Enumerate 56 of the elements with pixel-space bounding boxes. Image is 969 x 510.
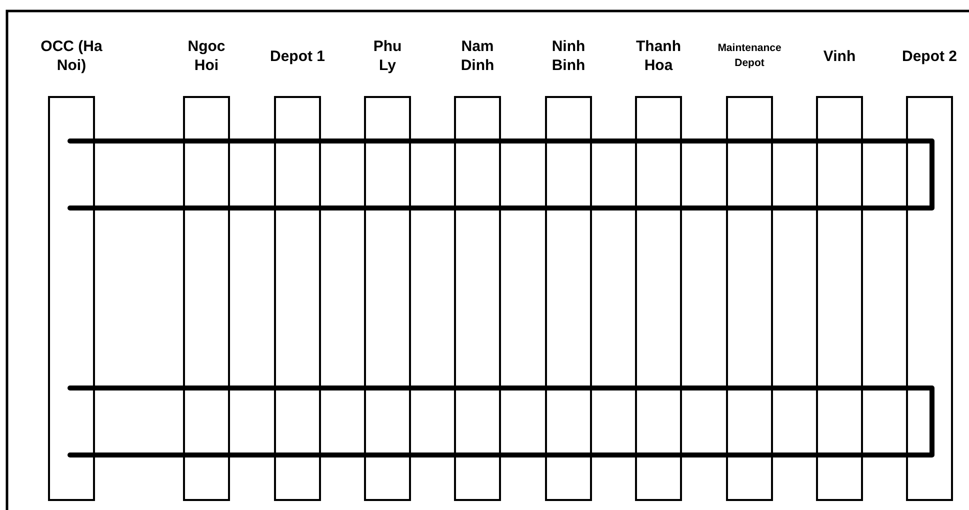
cable-line (95, 386, 183, 390)
cable-line (501, 138, 545, 144)
station-label: Phu Ly (372, 37, 403, 75)
cable-line (592, 206, 635, 210)
cable-line (95, 138, 183, 144)
cable-line (773, 206, 816, 210)
cable-line (230, 206, 274, 210)
station-label: Ngoc Hoi (186, 37, 226, 75)
station-column (183, 96, 230, 501)
station-label: OCC (Ha Noi) (40, 37, 104, 75)
cable-line (501, 452, 545, 458)
station-column (635, 96, 682, 501)
cable-line (501, 206, 545, 210)
cable-line (321, 138, 364, 144)
station-column (48, 96, 95, 501)
cable-line (411, 138, 454, 144)
station-label: Ninh Binh (550, 37, 586, 75)
cable-line (321, 206, 364, 210)
station-label: Thanh Hoa (635, 37, 682, 75)
cable-line (501, 386, 545, 390)
station-label: Vinh (822, 46, 857, 66)
cable-line (230, 138, 274, 144)
cable-line (773, 386, 816, 390)
cable-line (773, 138, 816, 144)
station-label: Depot 2 (900, 46, 958, 66)
cable-line (863, 206, 906, 210)
station-column (454, 96, 501, 501)
cable-line (592, 386, 635, 390)
cable-line (682, 452, 726, 458)
cable-line (321, 452, 364, 458)
cable-line (230, 386, 274, 390)
cable-line (411, 386, 454, 390)
station-column (274, 96, 321, 501)
cable-line (682, 138, 726, 144)
cable-line (95, 206, 183, 210)
cable-line (230, 452, 274, 458)
cable-line (863, 452, 906, 458)
cable-line (863, 138, 906, 144)
cable-line (321, 386, 364, 390)
station-column (545, 96, 592, 501)
cable-line (592, 138, 635, 144)
station-column (906, 96, 953, 501)
station-label: Depot 1 (268, 46, 326, 66)
cable-line (592, 452, 635, 458)
station-column (364, 96, 411, 501)
station-label: Nam Dinh (460, 37, 496, 75)
station-label: Maintenance Depot (716, 41, 782, 71)
cable-line (863, 386, 906, 390)
cable-line (411, 452, 454, 458)
cable-line (411, 206, 454, 210)
station-column (816, 96, 863, 501)
cable-line (773, 452, 816, 458)
station-column (726, 96, 773, 501)
cable-line (682, 386, 726, 390)
cable-line (682, 206, 726, 210)
cable-line (95, 452, 183, 458)
